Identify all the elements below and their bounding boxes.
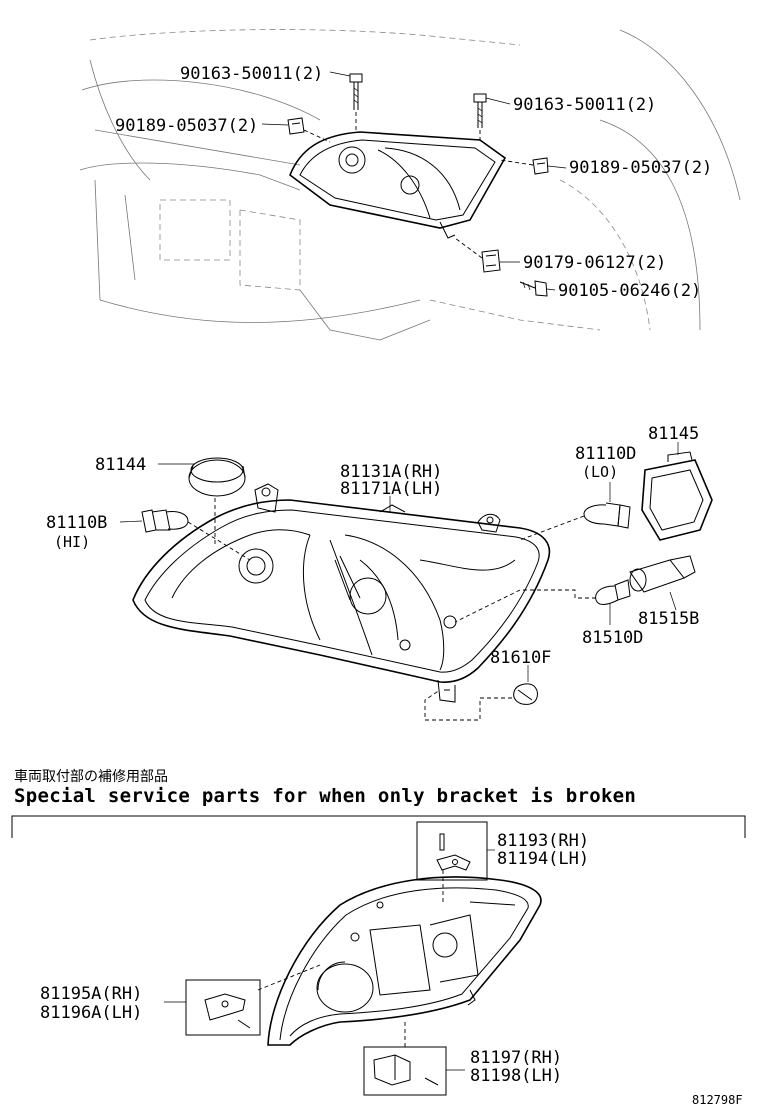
bracket-bottom-icon (373, 1054, 439, 1086)
callout-cap: 81144 (95, 455, 146, 475)
callout-bulb-hi: 81110B (46, 513, 107, 533)
callout-bulb-small: 81510D (582, 628, 643, 648)
bracket-box-top (416, 821, 488, 881)
callout-clip-left: 90189-05037(2) (115, 116, 258, 136)
section-title-english: Special service parts for when only brac… (14, 785, 637, 807)
section-bracket-line (11, 815, 746, 838)
callout-bulb-lo-note: (LO) (582, 463, 618, 481)
small-bulb-icon (595, 579, 631, 605)
callout-bulb-hi-note: (HI) (54, 533, 90, 551)
hi-beam-bulb-icon (141, 509, 189, 533)
section-title-japanese: 車両取付部の補修用部品 (14, 769, 168, 785)
callout-unit-lh: 81171A(LH) (340, 479, 442, 499)
bracket-mid-icon (204, 993, 251, 1029)
socket-cover-icon (641, 451, 713, 541)
u-nut-icon (481, 249, 501, 273)
callout-bolt-left: 90163-50011(2) (180, 64, 323, 84)
callout-bracket-bottom-rh: 81197(RH) (470, 1048, 562, 1068)
vehicle-body-outline (79, 29, 741, 341)
screw-icon (519, 280, 548, 297)
callout-nut: 90179-06127(2) (523, 253, 666, 273)
callout-clip-right: 90189-05037(2) (569, 158, 712, 178)
bolt-icon (473, 93, 487, 128)
clip-nut-icon (287, 117, 305, 135)
bracket-top-icon (436, 833, 471, 871)
headlamp-assembly-icon (132, 483, 551, 703)
bolt-icon (349, 73, 363, 110)
socket-icon (629, 555, 696, 593)
callout-bracket-top-lh: 81194(LH) (497, 849, 589, 869)
callout-bulb-lo: 81110D (575, 444, 636, 464)
callout-screw: 90105-06246(2) (558, 281, 701, 301)
callout-marker: 81610F (490, 648, 551, 668)
callout-bolt-right: 90163-50011(2) (513, 95, 656, 115)
bracket-box-bottom (363, 1046, 447, 1096)
clip-nut-icon (532, 157, 549, 175)
lo-beam-bulb-icon (583, 502, 631, 529)
bulb-cap-icon (188, 457, 246, 497)
installed-headlamp-icon (289, 131, 507, 239)
figure-code: 812798F (692, 1093, 743, 1107)
callout-bracket-bottom-lh: 81198(LH) (470, 1066, 562, 1086)
callout-socket: 81515B (638, 609, 699, 629)
marker-bulb-icon (513, 683, 538, 705)
callout-unit-rh: 81131A(RH) (340, 462, 442, 482)
bracket-box-mid (185, 979, 261, 1036)
callout-bracket-mid-lh: 81196A(LH) (40, 1003, 142, 1023)
callout-bracket-top-rh: 81193(RH) (497, 831, 589, 851)
rear-headlamp-icon (267, 876, 542, 1046)
callout-bracket-mid-rh: 81195A(RH) (40, 984, 142, 1004)
callout-cover: 81145 (648, 424, 699, 444)
